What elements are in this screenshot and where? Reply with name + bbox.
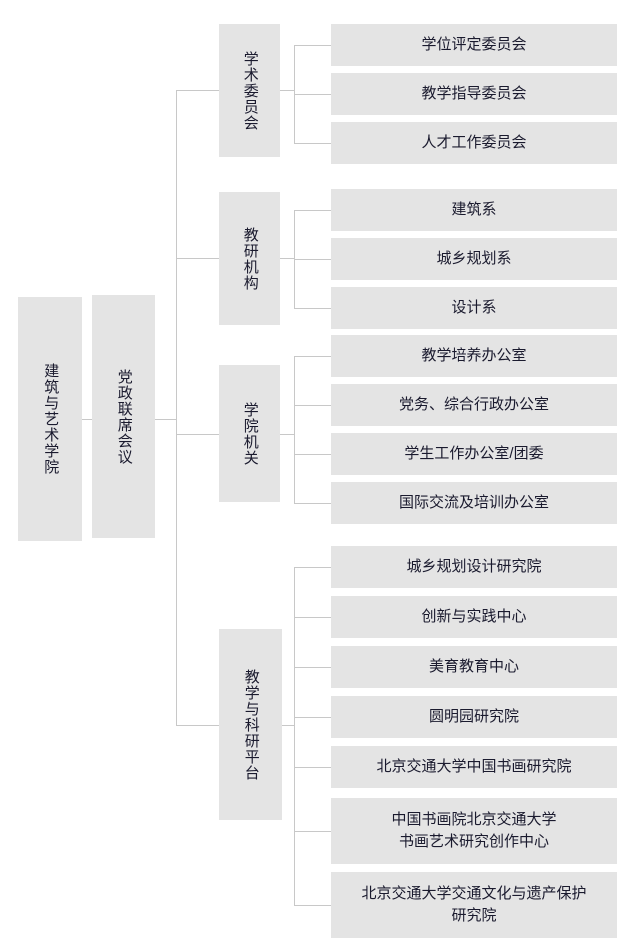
org-leaf-label: 北京交通大学中国书画研究院 xyxy=(376,757,572,775)
org-leaf-teaching-training-office[interactable]: 教学培养办公室 xyxy=(331,335,617,377)
connector-group-4-child-2 xyxy=(294,617,331,618)
connector-group-4-child-4 xyxy=(294,717,331,718)
org-leaf-degree-committee[interactable]: 学位评定委员会 xyxy=(331,24,617,66)
org-leaf-student-affairs-office[interactable]: 学生工作办公室/团委 xyxy=(331,433,617,475)
org-leaf-label-line-2: 书画艺术研究创作中心 xyxy=(398,833,549,850)
org-leaf-label: 建筑系 xyxy=(451,200,497,218)
org-leaf-yuanmingyuan-institute[interactable]: 圆明园研究院 xyxy=(331,696,617,738)
connector-trunk-to-group-4 xyxy=(176,725,219,726)
connector-group-2-child-1 xyxy=(294,210,331,211)
org-leaf-label-line-1: 北京交通大学交通文化与遗产保护 xyxy=(361,884,587,902)
connector-group-4-child-1 xyxy=(294,567,331,568)
org-leaf-teaching-guidance-committee[interactable]: 教学指导委员会 xyxy=(331,73,617,115)
org-leaf-label: 教学指导委员会 xyxy=(421,84,527,102)
org-leaf-label: 教学培养办公室 xyxy=(421,346,527,364)
connector-group-3-child-1 xyxy=(294,356,331,357)
connector-trunk-to-group-1 xyxy=(176,90,219,91)
org-leaf-international-exchange-office[interactable]: 国际交流及培训办公室 xyxy=(331,482,617,524)
org-leaf-label: 圆明园研究院 xyxy=(428,707,519,725)
org-node-root[interactable]: 建筑与艺术学院 xyxy=(18,297,82,541)
org-leaf-label: 城乡规划设计研究院 xyxy=(406,557,542,575)
org-leaf-transport-culture-heritage-institute[interactable]: 北京交通大学交通文化与遗产保护 研究院 xyxy=(331,872,617,938)
org-leaf-label-line-2: 研究院 xyxy=(451,907,497,924)
org-group-3-label: 学院机关 xyxy=(241,401,259,466)
connector-group-1-child-1 xyxy=(294,45,331,46)
org-node-level2-label: 党政联席会议 xyxy=(115,368,133,465)
connector-root-to-level2 xyxy=(82,419,92,420)
org-leaf-multiline: 中国书画院北京交通大学 书画艺术研究创作中心 xyxy=(391,809,556,854)
connector-group-1-child-2 xyxy=(294,94,331,95)
connector-group-3-to-subtrunk xyxy=(280,434,294,435)
org-leaf-urban-planning-institute[interactable]: 城乡规划设计研究院 xyxy=(331,546,617,588)
connector-group-2-child-3 xyxy=(294,308,331,309)
connector-group-1-to-subtrunk xyxy=(280,90,294,91)
connector-group-3-subtrunk xyxy=(294,356,295,503)
org-group-1-label: 学术委员会 xyxy=(241,50,259,131)
org-leaf-label: 美育教育中心 xyxy=(428,657,519,675)
connector-group-4-child-6 xyxy=(294,831,331,832)
org-leaf-aesthetic-education-center[interactable]: 美育教育中心 xyxy=(331,646,617,688)
org-leaf-label-line-1: 中国书画院北京交通大学 xyxy=(391,810,557,828)
org-node-root-label: 建筑与艺术学院 xyxy=(42,363,60,475)
connector-group-3-child-3 xyxy=(294,454,331,455)
connector-trunk-to-group-3 xyxy=(176,434,219,435)
connector-trunk-to-group-2 xyxy=(176,258,219,259)
connector-group-4-child-5 xyxy=(294,767,331,768)
org-leaf-talent-work-committee[interactable]: 人才工作委员会 xyxy=(331,122,617,164)
connector-group-3-child-4 xyxy=(294,503,331,504)
connector-group-4-child-3 xyxy=(294,667,331,668)
org-group-3[interactable]: 学院机关 xyxy=(219,365,280,502)
connector-level2-to-trunk xyxy=(155,419,176,420)
connector-main-trunk xyxy=(176,90,177,725)
org-leaf-innovation-practice-center[interactable]: 创新与实践中心 xyxy=(331,596,617,638)
connector-group-2-child-2 xyxy=(294,259,331,260)
org-leaf-chinese-painting-institute[interactable]: 北京交通大学中国书画研究院 xyxy=(331,746,617,788)
connector-group-2-to-subtrunk xyxy=(280,258,294,259)
connector-group-3-child-2 xyxy=(294,405,331,406)
org-group-1[interactable]: 学术委员会 xyxy=(219,24,280,157)
org-group-2-label: 教研机构 xyxy=(241,226,259,291)
connector-group-4-subtrunk xyxy=(294,567,295,905)
org-leaf-multiline: 北京交通大学交通文化与遗产保护 研究院 xyxy=(361,883,586,928)
org-leaf-party-admin-office[interactable]: 党务、综合行政办公室 xyxy=(331,384,617,426)
connector-group-1-child-3 xyxy=(294,143,331,144)
org-leaf-urban-rural-planning-dept[interactable]: 城乡规划系 xyxy=(331,238,617,280)
org-leaf-label: 国际交流及培训办公室 xyxy=(398,493,549,511)
org-leaf-label: 人才工作委员会 xyxy=(421,133,527,151)
org-leaf-architecture-dept[interactable]: 建筑系 xyxy=(331,189,617,231)
connector-group-4-child-7 xyxy=(294,905,331,906)
org-group-4-label: 教学与科研平台 xyxy=(242,668,260,781)
org-leaf-label: 学位评定委员会 xyxy=(421,35,527,53)
org-leaf-label: 党务、综合行政办公室 xyxy=(398,395,549,413)
connector-group-4-to-subtrunk xyxy=(282,725,294,726)
org-group-2[interactable]: 教研机构 xyxy=(219,192,280,325)
org-leaf-label: 城乡规划系 xyxy=(436,249,512,267)
org-node-party-meeting[interactable]: 党政联席会议 xyxy=(92,295,155,538)
org-leaf-calligraphy-art-center[interactable]: 中国书画院北京交通大学 书画艺术研究创作中心 xyxy=(331,798,617,864)
org-leaf-label: 学生工作办公室/团委 xyxy=(404,444,544,462)
org-leaf-design-dept[interactable]: 设计系 xyxy=(331,287,617,329)
org-leaf-label: 创新与实践中心 xyxy=(421,607,527,625)
org-group-4[interactable]: 教学与科研平台 xyxy=(219,629,282,820)
org-leaf-label: 设计系 xyxy=(451,298,497,316)
